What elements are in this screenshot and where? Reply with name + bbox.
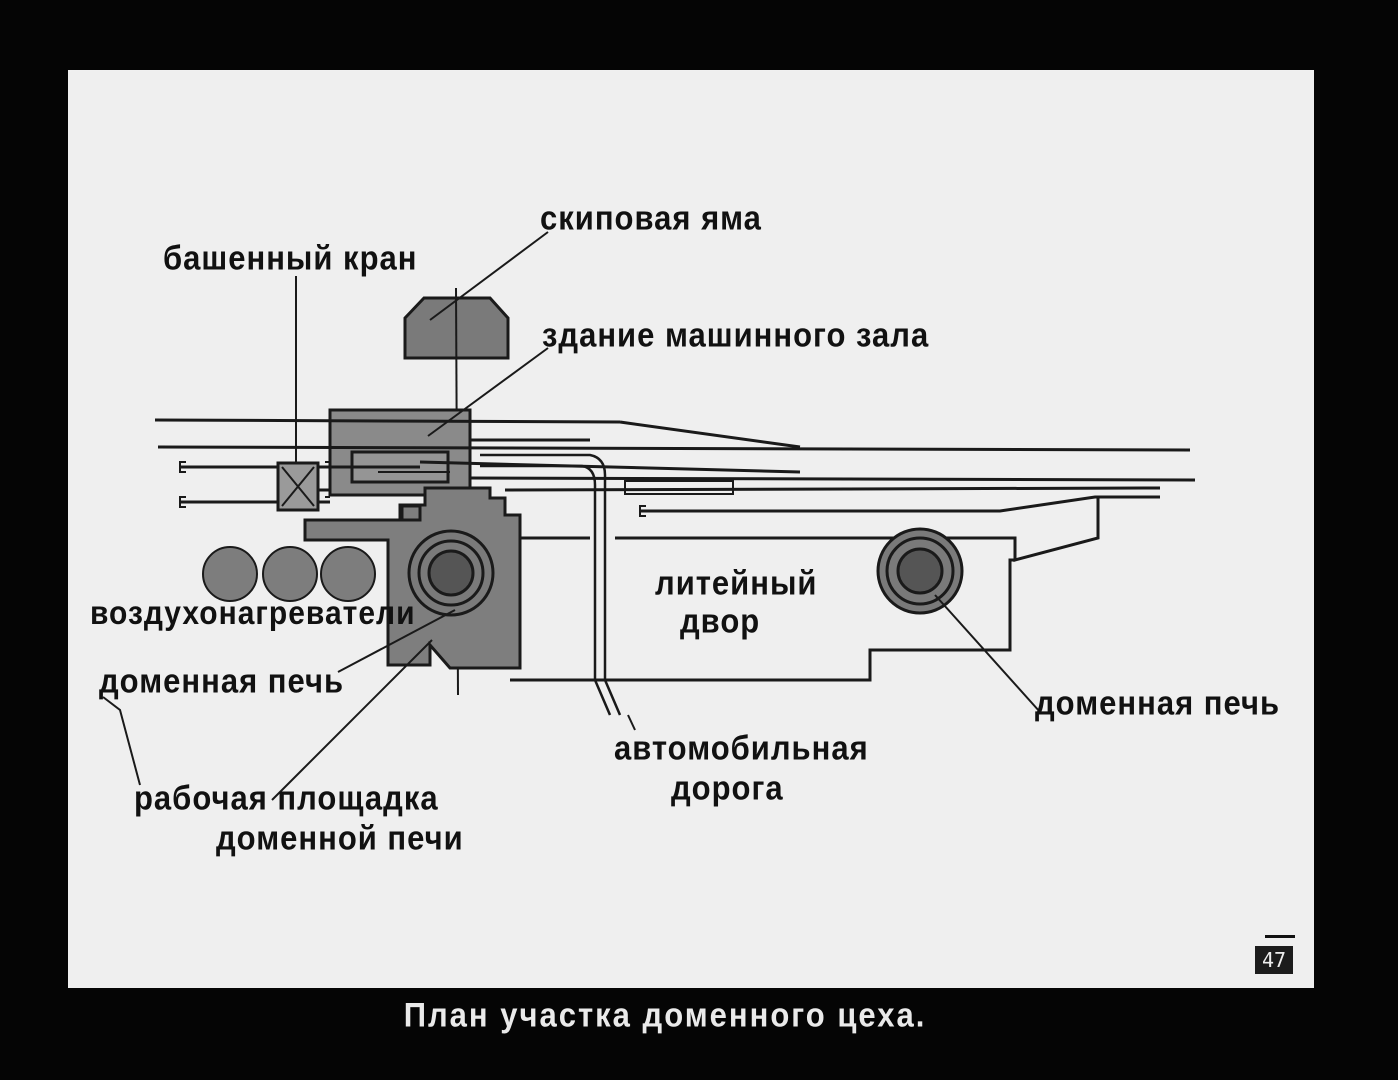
rail-platform	[624, 480, 734, 495]
work-platform-leader	[271, 639, 433, 801]
label-air-heaters: воздухонагреватели	[90, 595, 416, 632]
label-machine-hall: здание машинного зала	[542, 315, 930, 355]
blast-furnace-left-core	[427, 549, 475, 597]
slide-canvas	[68, 70, 1314, 988]
page-number: 47	[1255, 946, 1293, 974]
label-road-1: автомобильная	[614, 728, 869, 768]
air-heater-2	[262, 546, 318, 602]
label-work-platform-1: рабочая площадка	[134, 778, 439, 818]
label-cast-house-2: двор	[680, 601, 761, 641]
machine-hall-leader	[427, 347, 549, 437]
air-heater-3	[320, 546, 376, 602]
skip-pit-leader	[429, 231, 549, 321]
label-blast-furnace-right: доменная печь	[1035, 683, 1281, 723]
work-platform-leader-left	[102, 696, 141, 786]
blast-furnace-right-core	[896, 547, 944, 595]
furnace-right-leader	[934, 594, 1041, 713]
label-tower-crane: башенный кран	[163, 238, 418, 278]
cast-house-outline	[510, 497, 1100, 682]
label-cast-house-1: литейный	[655, 563, 818, 603]
blast-furnace-right-ring	[885, 536, 955, 606]
road-line-b	[480, 464, 612, 716]
label-skip-pit: скиповая яма	[540, 198, 762, 238]
road-leader	[627, 714, 636, 731]
road-line-a	[480, 453, 622, 716]
slide-caption: План участка доменного цеха.	[403, 995, 927, 1035]
label-blast-furnace-left: доменная печь	[99, 661, 345, 701]
work-platform-step	[400, 504, 422, 522]
page-number-bar	[1265, 935, 1295, 938]
air-heater-1	[202, 546, 258, 602]
label-road-2: дорога	[671, 768, 784, 808]
furnace-left-leader	[337, 609, 456, 673]
blast-furnace-left-ring	[417, 539, 485, 607]
label-work-platform-2: доменной печи	[216, 818, 464, 858]
